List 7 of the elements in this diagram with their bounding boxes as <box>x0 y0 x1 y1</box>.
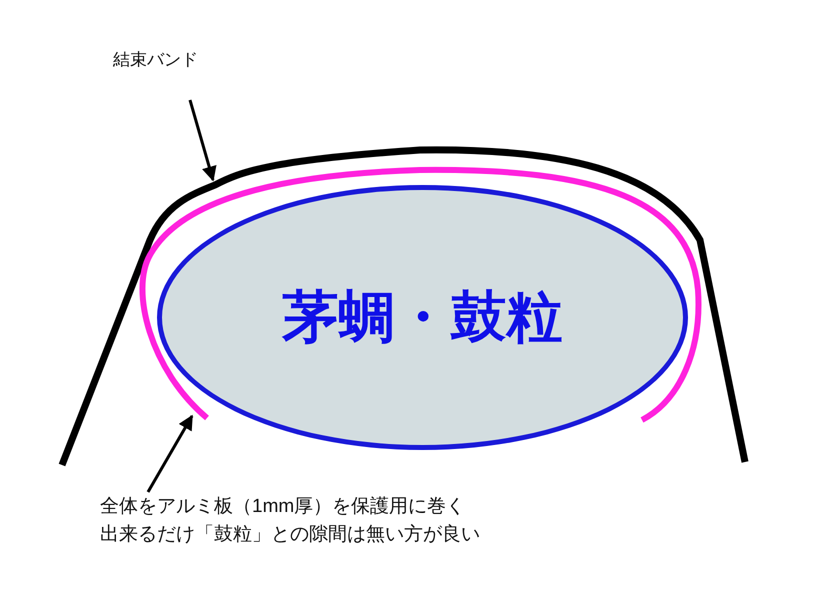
cable-tie-line <box>58 146 748 466</box>
leader-arrow <box>188 100 216 182</box>
note-text: 全体をアルミ板（1mm厚）を保護用に巻く <box>100 495 466 519</box>
leader-arrow <box>146 414 194 493</box>
note-text: 出来るだけ「鼓粒」との隙間は無い方が良い <box>100 522 480 547</box>
callout-label: 結束バンド <box>113 49 198 71</box>
ellipse-label: 茅蜩・鼓粒 <box>282 284 562 350</box>
